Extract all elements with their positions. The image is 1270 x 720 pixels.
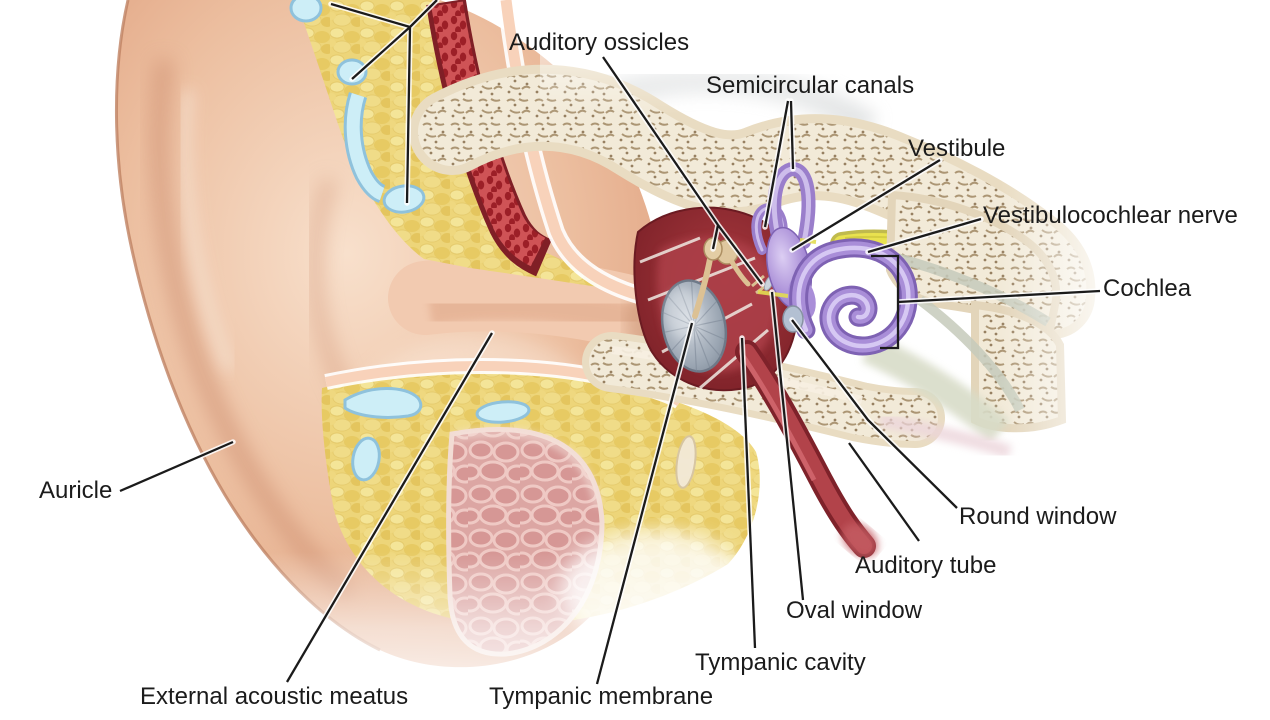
leader-vestibulocochlear-nerve	[867, 217, 982, 254]
leader-auditory-ossicles	[602, 56, 763, 285]
leader-auricle	[119, 440, 234, 493]
label-tympanic-cavity: Tympanic cavity	[695, 649, 866, 676]
label-tympanic-membrane: Tympanic membrane	[489, 683, 714, 710]
label-cochlea: Cochlea	[1103, 275, 1192, 302]
leader-tympanic-membrane	[595, 322, 694, 685]
label-auricle: Auricle	[39, 477, 113, 504]
leader-round-window	[791, 319, 958, 509]
label-round-window: Round window	[959, 503, 1117, 530]
leader-auditory-tube	[848, 442, 920, 542]
leader-vestibule	[791, 159, 941, 251]
elastic-cartilage-blobs	[289, 0, 531, 482]
leader-tympanic-cavity	[740, 337, 757, 649]
cochlea-bracket	[871, 254, 900, 350]
leader-external-acoustic-meatus	[286, 332, 493, 683]
upper-adipose-tissue	[296, 0, 660, 309]
label-semicircular-canals: Semicircular canals	[706, 72, 915, 99]
label-auditory-tube: Auditory tube	[855, 552, 997, 579]
leader-semicircular-canals	[763, 100, 795, 228]
leader-cochlea	[897, 289, 1101, 304]
leader-cropped-top-label	[330, 0, 438, 204]
label-vestibulocochlear-nerve: Vestibulocochlear nerve	[983, 202, 1238, 229]
label-external-acoustic-meatus: External acoustic meatus	[140, 683, 409, 710]
label-oval-window: Oval window	[786, 597, 923, 624]
label-auditory-ossicles: Auditory ossicles	[509, 29, 690, 56]
leader-lines	[119, 0, 1101, 685]
label-vestibule: Vestibule	[908, 135, 1006, 162]
leader-oval-window	[770, 291, 805, 601]
cochlea-spiral	[789, 238, 918, 356]
auditory-tube-shape	[735, 340, 878, 558]
